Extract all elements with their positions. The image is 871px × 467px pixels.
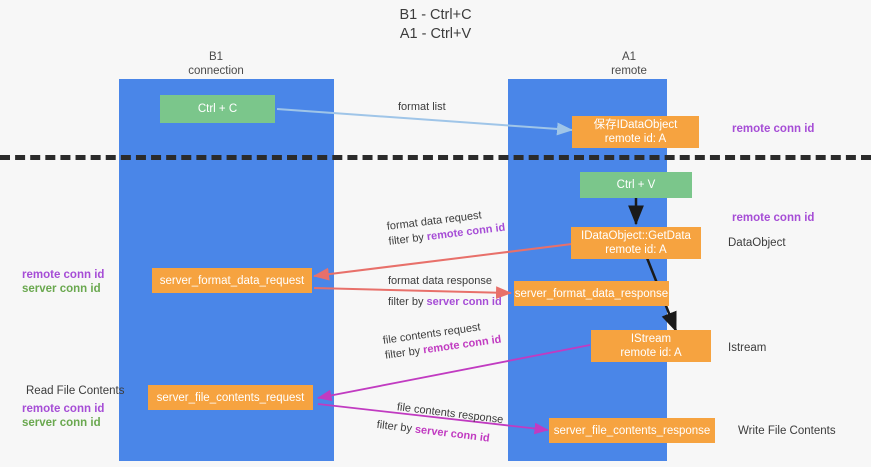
node-ctrl-c[interactable]: Ctrl + C (160, 95, 275, 123)
node-server-format-data-request[interactable]: server_format_data_request (152, 268, 312, 293)
edge-format-list (276, 108, 573, 136)
note-read-file-contents: Read File Contents (26, 385, 125, 397)
filter-prefix: filter by (375, 418, 416, 436)
edge-format-data-response-out (313, 286, 512, 300)
section-divider (0, 155, 871, 160)
filter-prefix: filter by (388, 296, 427, 308)
note-left-remote-conn-id: remote conn id (22, 269, 105, 281)
filter-prefix: filter by (387, 231, 428, 248)
edge-format-data-request (313, 243, 573, 281)
node-server-file-contents-request[interactable]: server_file_contents_request (148, 385, 313, 410)
node-istream[interactable]: IStream remote id: A (591, 330, 711, 362)
node-idataobject-getdata[interactable]: IDataObject::GetData remote id: A (571, 227, 701, 259)
edge-label-format-data-response-filter: filter by server conn id (388, 295, 502, 310)
node-save-idataobject[interactable]: 保存IDataObject remote id: A (572, 116, 699, 148)
filter-key: server conn id (426, 296, 502, 308)
note-remote-conn-id-mid: remote conn id (732, 212, 815, 224)
note-write-file-contents: Write File Contents (738, 425, 836, 437)
edge-label-format-data-response: format data response filter by server co… (388, 274, 502, 310)
node-server-file-contents-response[interactable]: server_file_contents_response (549, 418, 715, 443)
column-header-b1: B1 connection (188, 51, 244, 77)
note-left-remote-conn-id-2: remote conn id (22, 403, 105, 415)
edge-file-contents-response (317, 403, 549, 435)
node-server-format-data-response[interactable]: server_format_data_response (514, 281, 669, 306)
column-header-a1: A1 remote (611, 51, 647, 77)
page-title: B1 - Ctrl+C A1 - Ctrl+V (399, 7, 472, 42)
note-left-server-conn-id: server conn id (22, 283, 101, 295)
filter-prefix: filter by (384, 344, 425, 362)
edge-label-format-data-response-main: format data response (388, 275, 492, 287)
edge-label-format-list: format list (398, 101, 446, 113)
note-istream: Istream (728, 342, 767, 354)
note-dataobject: DataObject (728, 237, 786, 249)
node-ctrl-v[interactable]: Ctrl + V (580, 172, 692, 198)
note-left-server-conn-id-2: server conn id (22, 417, 101, 429)
edge-file-contents-request (317, 344, 591, 402)
note-remote-conn-id-top: remote conn id (732, 123, 815, 135)
